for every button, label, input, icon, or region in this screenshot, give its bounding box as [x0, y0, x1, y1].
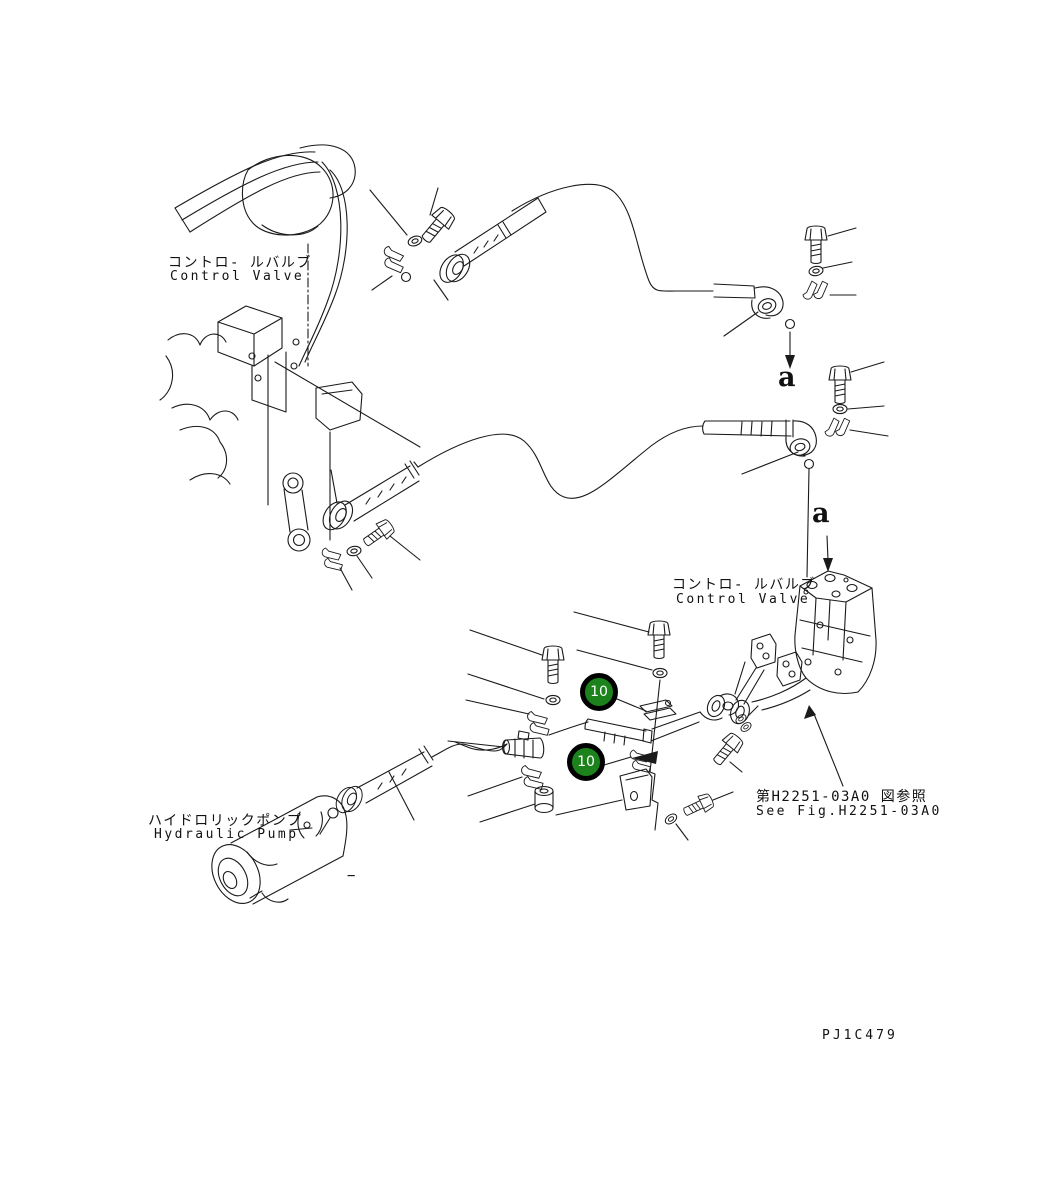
part-callout-10-lower[interactable]: 10: [567, 743, 605, 781]
hydraulic-pump-assembly: [211, 743, 508, 905]
control-valve-right-label-en: Control Valve: [676, 592, 811, 607]
hydraulic-pump-label-en: Hydraulic Pump: [154, 827, 299, 842]
see-fig-label-jp: 第H2251-03A0 図参照: [756, 789, 928, 805]
view-ref-top-arrow: [784, 318, 796, 369]
engine-valve-assembly: [159, 144, 421, 541]
hydraulic-pump-label-jp: ハイドロリックポンプ: [148, 813, 303, 829]
callout-leaders: [603, 698, 647, 766]
see-fig-label-en: See Fig.H2251-03A0: [756, 804, 942, 819]
pump-line-parts-cluster: [447, 611, 759, 841]
right-control-valve: [730, 570, 877, 787]
control-valve-right-label-jp: コントロ- ルバルブ: [672, 577, 816, 593]
link-clamp-cluster: [282, 472, 421, 591]
view-ref-bottom-arrow: [803, 458, 833, 578]
control-valve-top-label-jp: コントロ- ルバルブ: [168, 255, 312, 271]
part-callout-10-upper[interactable]: 10: [580, 673, 618, 711]
control-valve-top-label-en: Control Valve: [170, 269, 305, 284]
top-hose-assembly: [369, 183, 857, 337]
dash-mark: −: [347, 868, 356, 884]
middle-hose: [317, 460, 420, 537]
view-ref-a-bottom: a: [812, 498, 830, 529]
view-ref-a-top: a: [778, 362, 796, 393]
second-hose-assembly: [417, 361, 889, 499]
drawing-code: PJ1C479: [822, 1028, 898, 1043]
